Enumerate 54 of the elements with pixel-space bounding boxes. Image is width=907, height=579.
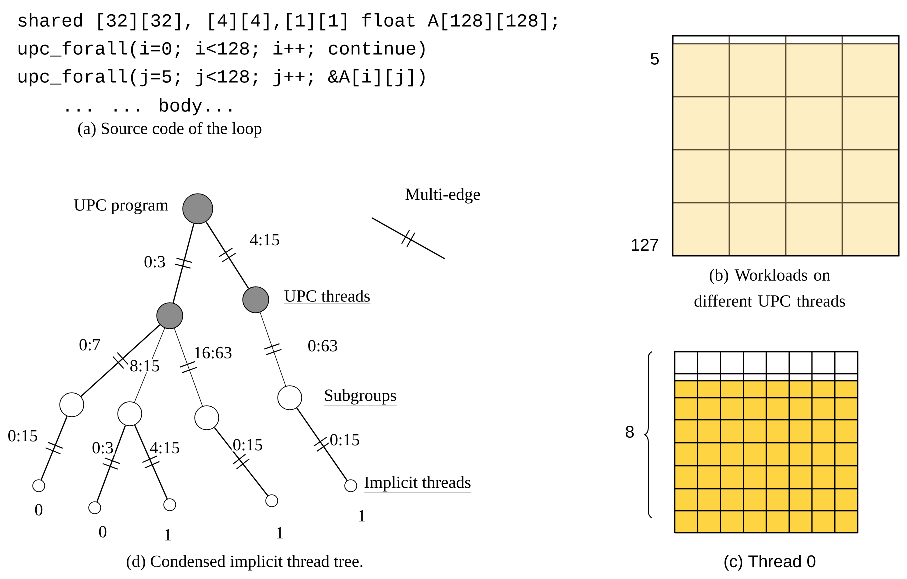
code-line: shared [32][32], [4][4],[1][1] float A[128][128]; (18, 13, 558, 31)
caption: (b) Workloads on different UPC threads (694, 269, 846, 307)
edge-label: 0:3 (143, 255, 167, 269)
code-line: upc_forall(i=0; i<128; i++; continue) (18, 41, 425, 59)
caption: (c) Thread 0 (724, 555, 816, 571)
tree-node (242, 286, 270, 314)
axis-label: 127 (632, 239, 658, 251)
multi-edge (40, 416, 68, 480)
edge-label: 0:15 (6, 429, 40, 443)
edge-label: 0:15 (328, 433, 362, 447)
node-label: 0 (35, 504, 43, 516)
edge-label: 0:7 (78, 338, 102, 352)
node-label: 1 (359, 510, 366, 522)
caption: (d) Condensed implicit thread tree. (127, 555, 363, 571)
multi-edge (172, 224, 195, 304)
node-label: UPC program (74, 200, 169, 214)
node-label: Subgroups (324, 389, 398, 406)
legend-label: Multi-edge (406, 188, 480, 204)
axis-label: 8 (626, 426, 634, 438)
tree-node (32, 480, 46, 492)
node-label: UPC threads (284, 290, 371, 304)
multi-edge (260, 312, 286, 387)
multi-edge (214, 427, 269, 496)
multi-edge (296, 408, 348, 482)
edge-label: 0:63 (306, 339, 340, 353)
code-line: ... ... body... (66, 98, 232, 116)
tree-node (164, 498, 176, 512)
edge-label: 4:15 (248, 233, 282, 247)
caption: (a) Source code of the loop (78, 122, 262, 138)
node-label: 0 (99, 526, 107, 538)
tree-node (182, 194, 214, 224)
edge-label: 16:63 (192, 346, 234, 360)
tree-node (118, 402, 142, 426)
edge-label: 0:3 (91, 441, 115, 455)
edge-label: 4:15 (148, 441, 182, 455)
axis-label: 5 (650, 53, 660, 65)
tree-node (194, 406, 220, 430)
node-label: 1 (165, 529, 172, 541)
tree-node (266, 494, 278, 508)
tree-node (60, 392, 84, 418)
multi-edge (206, 222, 250, 290)
multi-edge (80, 324, 160, 398)
tree-node (88, 502, 102, 514)
tree-node (344, 480, 358, 492)
node-label: 1 (277, 527, 284, 539)
code-line: upc_forall(j=5; j<128; j++; &A[i][j]) (18, 69, 425, 87)
tree-node (278, 386, 302, 410)
multi-edge (174, 328, 204, 407)
edge-label: 8:15 (128, 359, 162, 373)
multi-edge (96, 425, 126, 502)
node-label: Implicit threads (364, 476, 472, 494)
multi-edge (134, 425, 168, 500)
edge-label: 0:15 (232, 438, 264, 452)
tree-node (156, 302, 184, 330)
